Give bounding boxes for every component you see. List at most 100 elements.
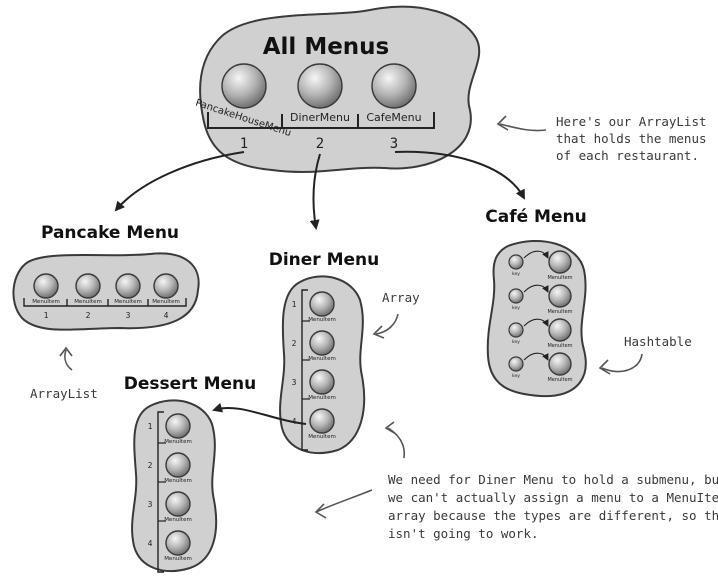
key-label: key <box>512 271 520 277</box>
menuitem-label: MenuItem <box>164 478 192 484</box>
submenu-note: We need for Diner Menu to hold a submenu… <box>388 472 718 541</box>
array-bracket <box>301 289 308 451</box>
menuitem-label: MenuItem <box>114 299 142 305</box>
diner-menu-title: Diner Menu <box>269 250 380 270</box>
submenu-note-line: isn't going to work. <box>388 526 539 541</box>
menuitem-sphere <box>309 408 335 434</box>
menuitem-sphere <box>548 352 572 376</box>
diner-menu-group: Diner Menu MenuItem1MenuItem2MenuItem3Me… <box>269 250 380 454</box>
hashtable-label-arrow <box>598 353 643 375</box>
array-index: 3 <box>148 500 153 509</box>
menuitem-label: MenuItem <box>547 343 572 349</box>
dessert-menu-title: Dessert Menu <box>124 374 257 394</box>
menu-label: DinerMenu <box>290 111 350 124</box>
menuitem-sphere <box>548 284 572 308</box>
arraylist-label-arrow <box>59 346 73 371</box>
pancake-menu-title: Pancake Menu <box>41 223 179 243</box>
pancake-array-bracket <box>23 298 187 307</box>
array-index: 2 <box>148 461 153 470</box>
pancake-menu-group: Pancake Menu MenuItem 1 MenuItem 2 MenuItem 3… <box>12 223 200 331</box>
diner-menu-blob <box>279 275 366 454</box>
menuitem-sphere <box>165 530 191 556</box>
submenu-note-arrow-up <box>384 421 406 459</box>
key-value-arrow <box>523 318 549 327</box>
menuitem-sphere <box>165 452 191 478</box>
dessert-menu-group: Dessert Menu MenuItem1MenuItem2MenuItem3… <box>124 374 257 573</box>
menuitem-label: MenuItem <box>308 434 336 440</box>
menuitem-sphere <box>115 273 141 299</box>
array-index: 4 <box>148 539 153 548</box>
array-index: 3 <box>126 311 131 320</box>
arraylist-note-line: of each restaurant. <box>556 148 699 163</box>
hashtable-label: Hashtable <box>624 334 692 349</box>
arraylist-note-line: that holds the menus <box>556 131 707 146</box>
arrow-to-pancake <box>114 151 245 212</box>
menuitem-label: MenuItem <box>308 356 336 362</box>
menu-sphere <box>297 63 343 109</box>
menuitem-sphere <box>165 491 191 517</box>
dessert-menu-blob <box>131 399 218 572</box>
key-sphere <box>508 288 524 304</box>
key-sphere <box>508 322 524 338</box>
key-value-arrow <box>523 352 549 361</box>
key-value-arrow <box>523 284 549 293</box>
all-menus-group: All Menus PancakeHouseMenu1DinerMenu2Caf… <box>194 5 481 173</box>
array-index: 2 <box>86 311 91 320</box>
submenu-note-line: We need for Diner Menu to hold a submenu… <box>388 472 718 487</box>
menuitem-sphere <box>153 273 179 299</box>
array-label-arrow <box>372 313 399 339</box>
menuitem-label: MenuItem <box>308 395 336 401</box>
menuitem-sphere <box>548 250 572 274</box>
menuitem-sphere <box>309 330 335 356</box>
menuitem-label: MenuItem <box>164 439 192 445</box>
menuitem-sphere <box>309 369 335 395</box>
menuitem-label: MenuItem <box>164 517 192 523</box>
key-label: key <box>512 373 520 379</box>
menu-sphere <box>221 63 267 109</box>
key-label: key <box>512 339 520 345</box>
menuitem-sphere <box>548 318 572 342</box>
arraylist-label: ArrayList <box>30 386 98 401</box>
menuitem-sphere <box>309 291 335 317</box>
arraylist-note-line: Here's our ArrayList <box>556 114 707 129</box>
arrow-to-diner <box>309 153 321 230</box>
array-label: Array <box>382 290 420 305</box>
array-index: 1 <box>240 136 248 152</box>
cafe-menu-hashtable: keyMenuItemkeyMenuItemkeyMenuItemkeyMenu… <box>508 250 573 383</box>
submenu-note-arrow-left <box>314 489 373 519</box>
submenu-note-line: array because the types are different, s… <box>388 508 718 523</box>
array-index: 1 <box>148 422 153 431</box>
menu-label: CafeMenu <box>366 111 421 124</box>
key-value-arrow <box>523 250 549 259</box>
key-sphere <box>508 356 524 372</box>
menuitem-label: MenuItem <box>152 299 180 305</box>
arraylist-note: Here's our ArrayList that holds the menu… <box>556 114 714 163</box>
array-bracket <box>157 411 164 573</box>
array-index: 1 <box>292 300 297 309</box>
menuitem-sphere <box>165 413 191 439</box>
submenu-note-line: we can't actually assign a menu to a Men… <box>388 490 718 505</box>
menuitem-label: MenuItem <box>547 309 572 315</box>
menuitem-label: MenuItem <box>74 299 102 305</box>
arraylist-note-arrow <box>496 115 547 132</box>
array-index: 3 <box>292 378 297 387</box>
array-index: 3 <box>390 136 398 152</box>
menuitem-label: MenuItem <box>164 556 192 562</box>
all-menus-title: All Menus <box>263 34 390 60</box>
key-label: key <box>512 305 520 311</box>
arrow-to-dessert <box>212 402 307 425</box>
cafe-menu-title: Café Menu <box>485 207 586 227</box>
array-index: 2 <box>316 136 324 152</box>
menu-sphere <box>371 63 417 109</box>
arrow-to-cafe <box>394 150 525 200</box>
menuitem-sphere <box>33 273 59 299</box>
array-index: 1 <box>44 311 49 320</box>
all-menus-array-bracket <box>207 112 435 129</box>
menuitem-label: MenuItem <box>32 299 60 305</box>
menuitem-sphere <box>75 273 101 299</box>
cafe-menu-group: Café Menu keyMenuItemkeyMenuItemkeyMenuI… <box>485 207 587 398</box>
